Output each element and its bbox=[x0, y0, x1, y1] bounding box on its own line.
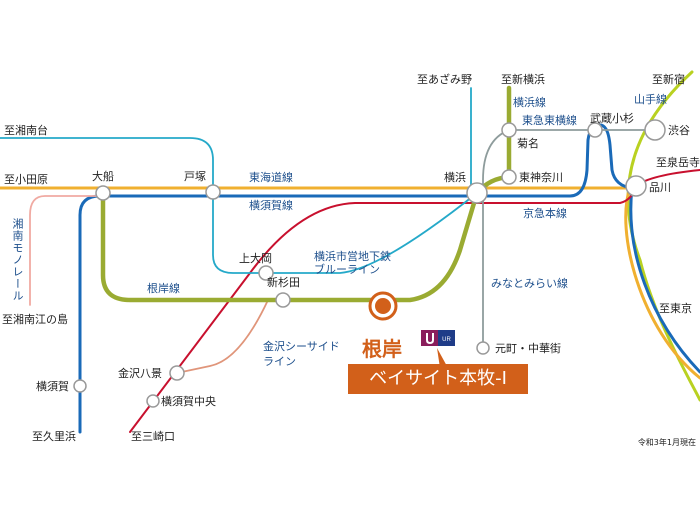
station-totsuka: 戸塚 bbox=[184, 170, 206, 183]
tokaido-line bbox=[0, 186, 700, 380]
line-label-negishi: 根岸線 bbox=[147, 282, 180, 295]
yokosuka-line bbox=[78, 123, 700, 434]
station-shinagawa: 品川 bbox=[649, 181, 671, 194]
station-kikuna: 菊名 bbox=[517, 137, 539, 150]
station-motomachi: 元町・中華街 bbox=[495, 342, 561, 355]
line-label-minatomirai: みなとみらい線 bbox=[491, 277, 568, 290]
line-label-seaside-1: 金沢シーサイド bbox=[263, 340, 340, 353]
dest-enoshima: 至湘南江の島 bbox=[2, 313, 68, 326]
station-negishi: 根岸 bbox=[362, 337, 402, 361]
station-kamiooka: 上大岡 bbox=[239, 252, 272, 265]
dest-kurihama: 至久里浜 bbox=[32, 430, 76, 443]
station-ofuna: 大船 bbox=[92, 170, 114, 183]
line-label-monorail: 湘南モノレール bbox=[11, 218, 24, 302]
negishi-line bbox=[100, 85, 512, 303]
ur-logo: UR bbox=[421, 330, 455, 346]
dest-azamino: 至あざみ野 bbox=[417, 73, 472, 86]
line-label-tokaido: 東海道線 bbox=[249, 171, 293, 184]
ur-logo-text: UR bbox=[442, 337, 451, 343]
dest-sengakuji: 至泉岳寺 bbox=[656, 156, 700, 169]
monorail-line bbox=[29, 195, 101, 306]
station-yokosukachuo: 横須賀中央 bbox=[161, 395, 216, 408]
blueline-line bbox=[0, 87, 478, 274]
station-yokohama: 横浜 bbox=[444, 171, 466, 184]
dest-shinyokohama: 至新横浜 bbox=[501, 73, 545, 86]
line-label-yamanote: 山手線 bbox=[634, 93, 667, 106]
dest-misakiguchi: 至三崎口 bbox=[131, 430, 175, 443]
line-label-yokosuka: 横須賀線 bbox=[249, 199, 293, 212]
line-label-blueline-1: 横浜市営地下鉄 bbox=[314, 250, 391, 263]
line-label-keikyu: 京急本線 bbox=[523, 207, 567, 220]
dest-shonandai: 至湘南台 bbox=[4, 124, 48, 137]
line-label-yokohama: 横浜線 bbox=[513, 96, 546, 109]
dest-odawara: 至小田原 bbox=[4, 173, 48, 186]
dest-tokyo: 至東京 bbox=[659, 302, 692, 315]
line-label-toyoko: 東急東横線 bbox=[522, 114, 577, 127]
station-shinsugita: 新杉田 bbox=[267, 276, 300, 289]
yamanote-line bbox=[626, 70, 700, 402]
station-higashikanagawa: 東神奈川 bbox=[519, 171, 563, 184]
line-label-blueline-2: ブルーライン bbox=[314, 263, 380, 276]
seaside-line bbox=[176, 299, 269, 374]
dest-shinjuku: 至新宿 bbox=[652, 73, 685, 86]
station-shibuya: 渋谷 bbox=[668, 124, 690, 137]
as-of-note: 令和3年1月現在 bbox=[637, 438, 696, 447]
station-kanazawahakkei: 金沢八景 bbox=[118, 367, 162, 380]
station-markers bbox=[73, 119, 666, 408]
station-kosugi: 武蔵小杉 bbox=[590, 112, 634, 125]
callout-pointer bbox=[437, 348, 448, 368]
station-yokosuka: 横須賀 bbox=[36, 380, 69, 393]
property-name-banner: ベイサイト本牧-Ⅰ bbox=[348, 364, 528, 394]
line-label-seaside-2: ライン bbox=[263, 355, 296, 368]
